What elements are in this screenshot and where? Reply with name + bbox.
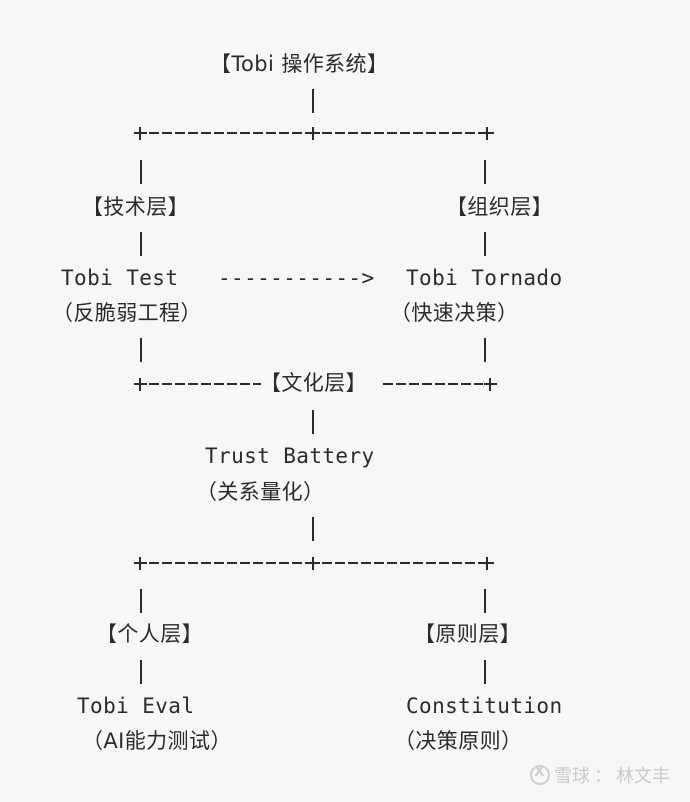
tobi-eval-desc: （AI能力测试） bbox=[82, 729, 232, 753]
trust-battery-node: Trust Battery bbox=[205, 444, 375, 468]
junction-plus bbox=[134, 378, 147, 391]
principle-layer-label: 【原则层】 bbox=[414, 622, 521, 646]
connector-vertical bbox=[484, 338, 486, 362]
connector-vertical bbox=[140, 589, 142, 613]
connector-horizontal bbox=[149, 132, 309, 134]
personal-layer-label: 【个人层】 bbox=[96, 622, 203, 646]
trust-battery-desc: （关系量化） bbox=[196, 480, 325, 504]
xueqiu-logo-icon bbox=[530, 764, 550, 785]
connector-vertical bbox=[484, 160, 486, 184]
watermark: 雪球 ： 林文丰 bbox=[530, 762, 670, 788]
watermark-site: 雪球 bbox=[554, 766, 590, 787]
connector-vertical bbox=[140, 232, 142, 256]
constitution-desc: （决策原则） bbox=[394, 729, 523, 753]
connector-horizontal bbox=[149, 383, 261, 385]
junction-plus bbox=[481, 557, 494, 570]
tobi-tornado-node: Tobi Tornado bbox=[406, 266, 563, 290]
tobi-tornado-desc: （快速决策） bbox=[390, 301, 519, 325]
tobi-test-node: Tobi Test bbox=[61, 266, 179, 290]
watermark-author: 林文丰 bbox=[616, 766, 670, 787]
org-layer-label: 【组织层】 bbox=[446, 195, 553, 219]
connector-vertical bbox=[140, 660, 142, 684]
connector-vertical bbox=[312, 89, 314, 113]
connector-horizontal bbox=[383, 383, 483, 385]
tech-layer-label: 【技术层】 bbox=[82, 195, 189, 219]
connector-vertical bbox=[484, 232, 486, 256]
connector-vertical bbox=[312, 517, 314, 541]
junction-plus bbox=[484, 378, 497, 391]
connector-vertical bbox=[140, 160, 142, 184]
culture-layer-label: 【文化层】 bbox=[260, 371, 367, 395]
junction-plus bbox=[307, 557, 320, 570]
arrow-connector: -----------> bbox=[218, 266, 375, 290]
tobi-eval-node: Tobi Eval bbox=[77, 694, 195, 718]
connector-vertical bbox=[312, 410, 314, 434]
junction-plus bbox=[481, 127, 494, 140]
junction-plus bbox=[134, 557, 147, 570]
constitution-node: Constitution bbox=[406, 694, 563, 718]
connector-vertical bbox=[140, 338, 142, 362]
tobi-test-desc: （反脆弱工程） bbox=[52, 301, 202, 325]
connector-vertical bbox=[484, 589, 486, 613]
connector-horizontal bbox=[322, 132, 482, 134]
connector-vertical bbox=[484, 660, 486, 684]
watermark-separator: ： bbox=[594, 766, 612, 787]
junction-plus bbox=[134, 127, 147, 140]
connector-horizontal bbox=[149, 562, 309, 564]
root-node-label: 【Tobi 操作系统】 bbox=[210, 52, 389, 76]
junction-plus bbox=[307, 127, 320, 140]
connector-horizontal bbox=[322, 562, 482, 564]
